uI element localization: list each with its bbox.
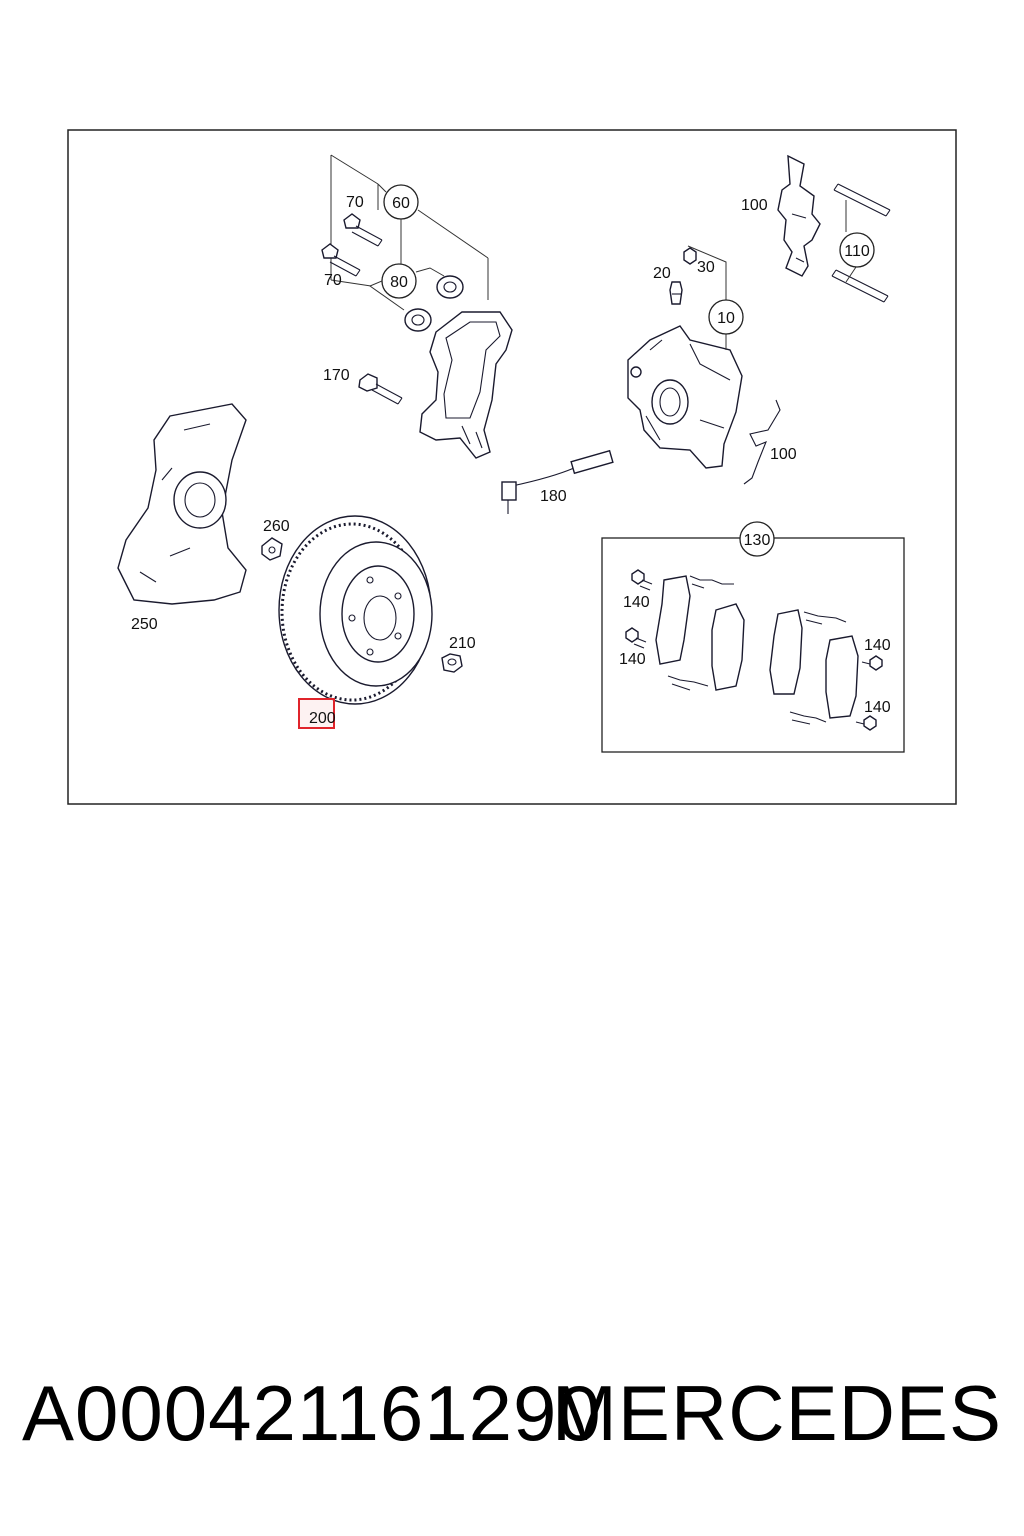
spring-clip-100-top (777, 154, 821, 277)
callout-140-b: 140 (619, 651, 646, 668)
splash-shield-250 (117, 403, 247, 605)
bolt-260 (261, 537, 283, 561)
callout-20: 20 (653, 265, 671, 282)
callout-10: 10 (717, 310, 735, 327)
brake-disc-200 (278, 515, 433, 705)
bleed-screw-20-30 (669, 247, 697, 305)
brake-assembly-drawing: 70 70 60 80 170 10 (67, 129, 957, 805)
product-caption: A000421161290 MERCEDES (22, 1368, 1002, 1478)
diagram-border (67, 129, 957, 805)
callout-210: 210 (449, 635, 476, 652)
callout-180: 180 (540, 488, 567, 505)
callout-60: 60 (392, 195, 410, 212)
callout-70-top: 70 (346, 194, 364, 211)
callout-140-d: 140 (864, 699, 891, 716)
callout-200: 200 (309, 710, 336, 727)
callout-80-group: 80 (368, 263, 464, 332)
pad-kit-130: 130 (601, 521, 905, 753)
callout-110: 110 (844, 243, 870, 260)
callout-30: 30 (697, 259, 715, 276)
callout-10-group: 10 (687, 245, 744, 350)
caliper-bracket (419, 311, 513, 459)
bolt-group-70 (321, 154, 383, 287)
callout-100-top: 100 (741, 197, 768, 214)
callout-260: 260 (263, 518, 290, 535)
callout-130: 130 (744, 532, 771, 549)
nut-210 (441, 653, 463, 673)
guide-pins-110: 110 (831, 183, 891, 303)
bolt-170 (358, 373, 403, 405)
highlight-box-200: 200 (298, 698, 336, 729)
callout-60-group: 60 (377, 183, 489, 300)
spring-clip-100-bottom (743, 399, 781, 485)
callout-140-c: 140 (864, 637, 891, 654)
brand-name: MERCEDES (551, 1369, 1002, 1457)
callout-70-bottom: 70 (324, 272, 342, 289)
callout-80: 80 (390, 274, 408, 291)
callout-170: 170 (323, 367, 350, 384)
wear-sensor-180 (501, 449, 614, 514)
callout-250: 250 (131, 616, 158, 633)
parts-diagram: 70 70 60 80 170 10 (67, 129, 957, 805)
callout-100-bottom: 100 (770, 446, 797, 463)
part-number: A000421161290 (22, 1369, 602, 1457)
callout-140-a: 140 (623, 594, 650, 611)
caliper-10 (627, 325, 743, 469)
